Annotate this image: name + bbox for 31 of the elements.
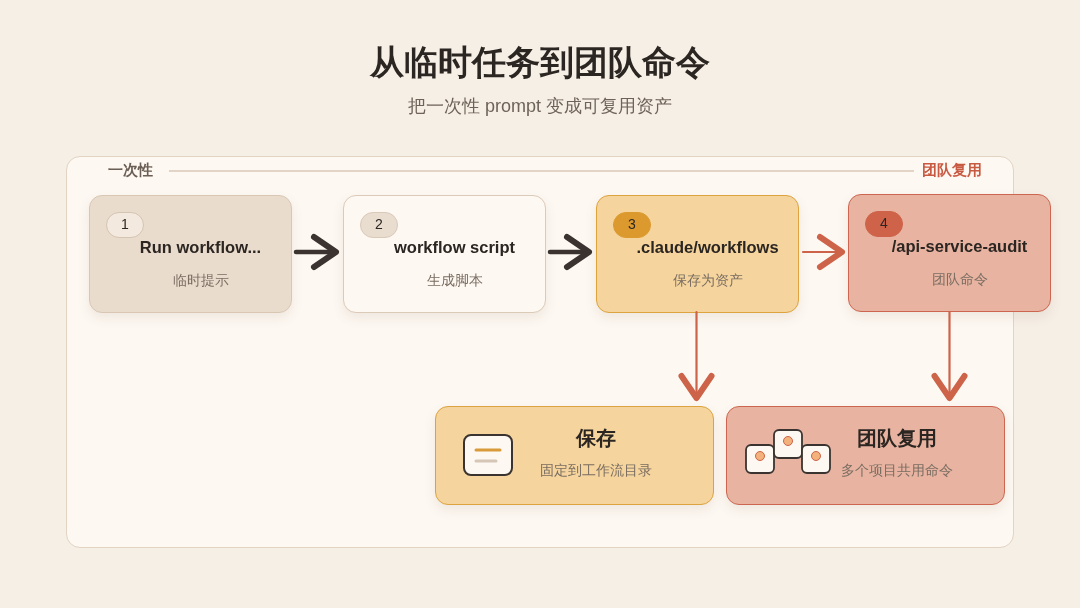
number-badge: 4 <box>865 211 903 237</box>
number-badge: 1 <box>106 212 144 238</box>
step-caption: 临时提示 <box>172 272 229 289</box>
card-caption: 多个项目共用命令 <box>840 462 953 479</box>
subtitle: 把一次性 prompt 变成可复用资产 <box>408 96 672 118</box>
step-card <box>596 195 799 313</box>
arrow <box>293 234 339 270</box>
arrow <box>801 234 845 270</box>
arrow <box>931 310 968 401</box>
step-card <box>343 195 546 313</box>
arrow <box>547 234 592 270</box>
result-card <box>435 406 714 505</box>
section-label: 一次性 <box>108 161 153 179</box>
step-title: .claude/workflows <box>636 238 779 258</box>
step-caption: 团队命令 <box>931 271 988 288</box>
arrow <box>678 310 715 401</box>
card-title: 保存 <box>575 426 616 450</box>
step-card <box>848 194 1051 312</box>
step-title: /api-service-audit <box>891 237 1028 257</box>
card-caption: 固定到工作流目录 <box>539 462 652 479</box>
step-card <box>89 195 292 313</box>
card-title: 团队复用 <box>856 426 937 450</box>
step-caption: 生成脚本 <box>426 272 483 289</box>
number-badge: 2 <box>360 212 398 238</box>
number-badge: 3 <box>613 212 651 238</box>
section-label: 团队复用 <box>922 161 982 179</box>
title: 从临时任务到团队命令 <box>370 42 710 83</box>
step-title: workflow script <box>394 238 515 258</box>
step-caption: 保存为资产 <box>672 272 743 289</box>
result-card <box>726 406 1005 505</box>
step-title: Run workflow... <box>139 238 262 258</box>
